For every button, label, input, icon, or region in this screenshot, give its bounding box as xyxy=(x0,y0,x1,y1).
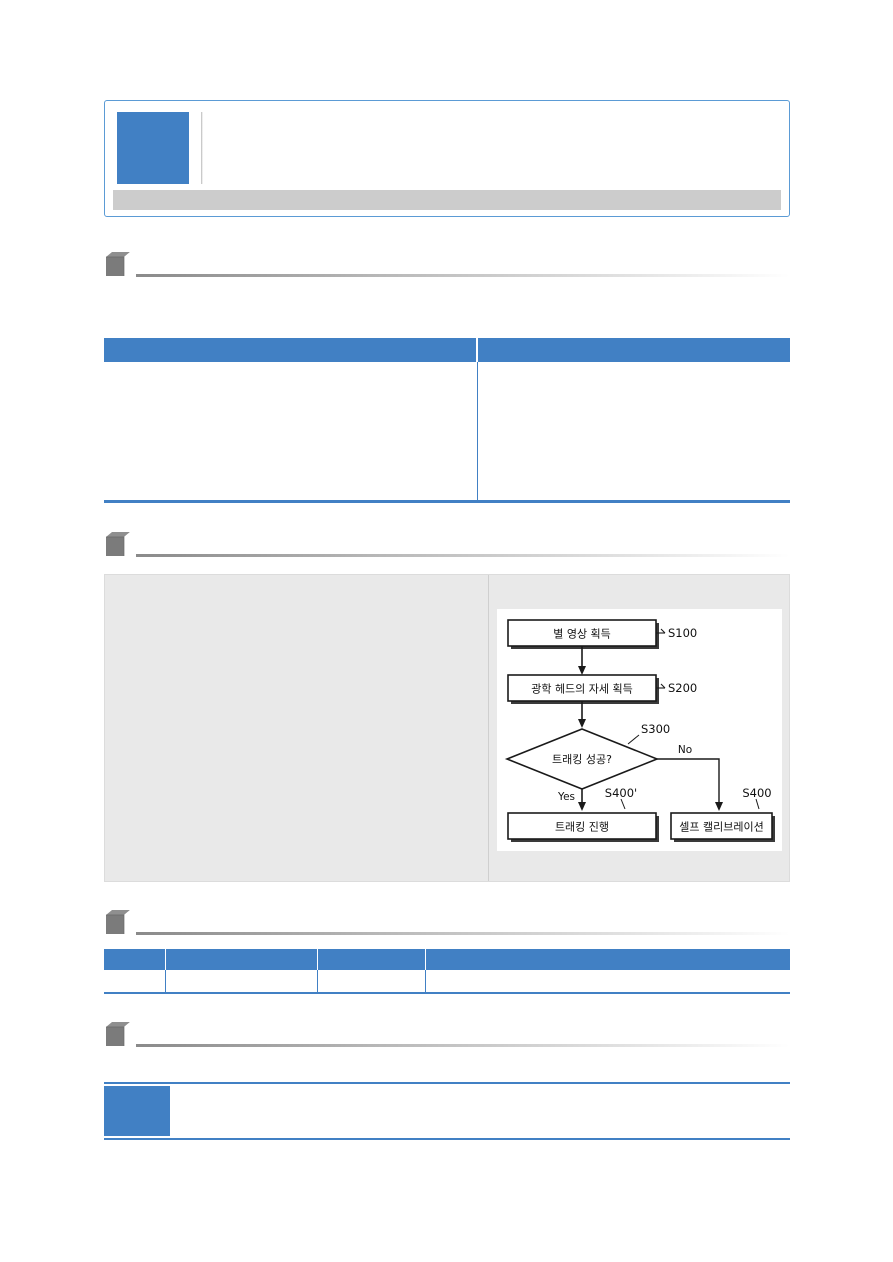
cube-icon xyxy=(104,908,134,938)
svg-text:광학 헤드의 자세 획득: 광학 헤드의 자세 획득 xyxy=(531,683,633,696)
flow-node-s400-prime: 트래킹 진행 xyxy=(507,812,659,842)
cube-icon xyxy=(104,1020,134,1050)
svg-text:No: No xyxy=(678,744,692,756)
table-row xyxy=(104,970,790,992)
section-header-footer xyxy=(104,1018,790,1052)
header-card-inner xyxy=(105,101,789,189)
header-grey-bar xyxy=(113,190,781,210)
flow-edge-no: No xyxy=(657,744,723,811)
flow-node-s100: 별 영상 획득 xyxy=(507,619,659,649)
bibliographic-cell-right xyxy=(478,362,790,500)
section-label xyxy=(140,528,786,548)
family-header-cell-2 xyxy=(166,949,318,970)
bibliographic-cell-left xyxy=(104,362,478,500)
footer-label xyxy=(104,1086,170,1136)
footer-block xyxy=(104,1082,790,1140)
section-header-family xyxy=(104,906,790,940)
svg-text:트래킹 성공?: 트래킹 성공? xyxy=(552,753,612,766)
family-cell-3 xyxy=(318,970,426,992)
svg-text:트래킹 진행: 트래킹 진행 xyxy=(555,821,609,834)
flow-edge-s100-s200 xyxy=(578,646,586,675)
section-label xyxy=(140,1018,786,1038)
family-patent-link[interactable] xyxy=(172,971,294,983)
section-rule xyxy=(136,932,790,935)
leader-s400 xyxy=(755,798,760,810)
abstract-text-panel xyxy=(105,575,489,881)
bibliographic-table-body-row xyxy=(104,362,790,500)
footer-rule-top xyxy=(104,1082,790,1084)
section-rule xyxy=(136,554,790,557)
family-table-header-row xyxy=(104,949,790,970)
svg-text:S200: S200 xyxy=(668,681,697,695)
leader-s300 xyxy=(627,734,640,745)
section-header-abstract-figure xyxy=(104,528,790,562)
svg-text:S400': S400' xyxy=(605,786,637,800)
svg-text:S300: S300 xyxy=(641,722,670,736)
section-label xyxy=(140,248,786,268)
svg-text:S400: S400 xyxy=(742,786,771,800)
page-title xyxy=(209,115,775,145)
flow-edge-yes: Yes xyxy=(557,789,586,811)
svg-text:별 영상 획득: 별 영상 획득 xyxy=(553,628,611,641)
family-cell-2 xyxy=(166,970,318,992)
family-cell-4 xyxy=(426,970,790,992)
footer-value xyxy=(174,1086,790,1136)
flow-node-s400: 셀프 캘리브레이션 xyxy=(670,812,775,842)
family-header-cell-1 xyxy=(104,949,166,970)
svg-text:셀프 캘리브레이션: 셀프 캘리브레이션 xyxy=(679,821,763,834)
family-header-cell-4 xyxy=(426,949,790,970)
svg-text:Yes: Yes xyxy=(557,791,575,803)
flowchart-svg: 별 영상 획득 S100 광학 헤드의 자세 획득 xyxy=(497,609,782,851)
cube-icon xyxy=(104,250,134,280)
section-header-bibliographic xyxy=(104,248,790,282)
section-rule xyxy=(136,274,790,277)
family-header-cell-3 xyxy=(318,949,426,970)
representative-figure-panel: 별 영상 획득 S100 광학 헤드의 자세 획득 xyxy=(489,575,789,881)
bibliographic-header-cell-2 xyxy=(478,338,790,362)
family-table xyxy=(104,949,790,994)
bibliographic-header-cell-1 xyxy=(104,338,478,362)
footer-rule-bottom xyxy=(104,1138,790,1140)
leader-s400-prime xyxy=(620,798,626,810)
flowchart-figure: 별 영상 획득 S100 광학 헤드의 자세 획득 xyxy=(497,609,782,851)
header-divider xyxy=(201,112,203,184)
document-header-card xyxy=(104,100,790,217)
flow-node-s200: 광학 헤드의 자세 획득 xyxy=(507,674,659,704)
bibliographic-table xyxy=(104,338,790,503)
flow-edge-s200-s300 xyxy=(578,701,586,728)
header-badge xyxy=(117,112,189,184)
bibliographic-table-header-row xyxy=(104,338,790,362)
svg-text:S100: S100 xyxy=(668,626,697,640)
abstract-figure-panel: 별 영상 획득 S100 광학 헤드의 자세 획득 xyxy=(104,574,790,882)
section-label xyxy=(140,906,786,926)
header-subtitle xyxy=(209,147,775,183)
family-cell-1 xyxy=(104,970,166,992)
section-rule xyxy=(136,1044,790,1047)
cube-icon xyxy=(104,530,134,560)
